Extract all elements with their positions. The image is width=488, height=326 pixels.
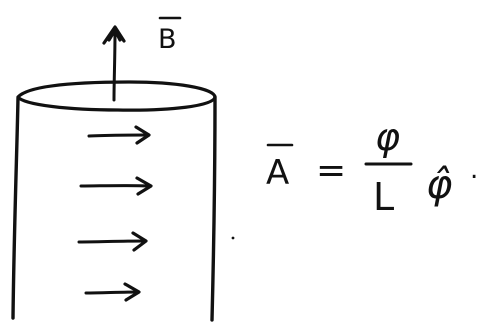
b-field-arrow-shaft [112, 30, 117, 102]
b-field-arrow-head [102, 25, 126, 45]
unit-vector-phi-hat: φ̂ [426, 162, 452, 208]
equation-lhs: A [266, 153, 289, 193]
stray-dot [231, 236, 235, 240]
cylinder-left-side [11, 96, 20, 320]
fraction-numerator: φ [375, 115, 400, 159]
current-arrow [79, 176, 153, 196]
cylinder-right-side [210, 95, 217, 322]
equation-trailing-mark: . [470, 155, 478, 185]
b-field-label: B [158, 24, 177, 55]
fraction-denominator: L [373, 175, 394, 219]
current-arrow [77, 231, 148, 252]
cylinder-top-ellipse [16, 80, 217, 112]
current-arrow [87, 125, 151, 145]
equation-equals: = [316, 150, 346, 191]
current-arrow [84, 282, 141, 302]
